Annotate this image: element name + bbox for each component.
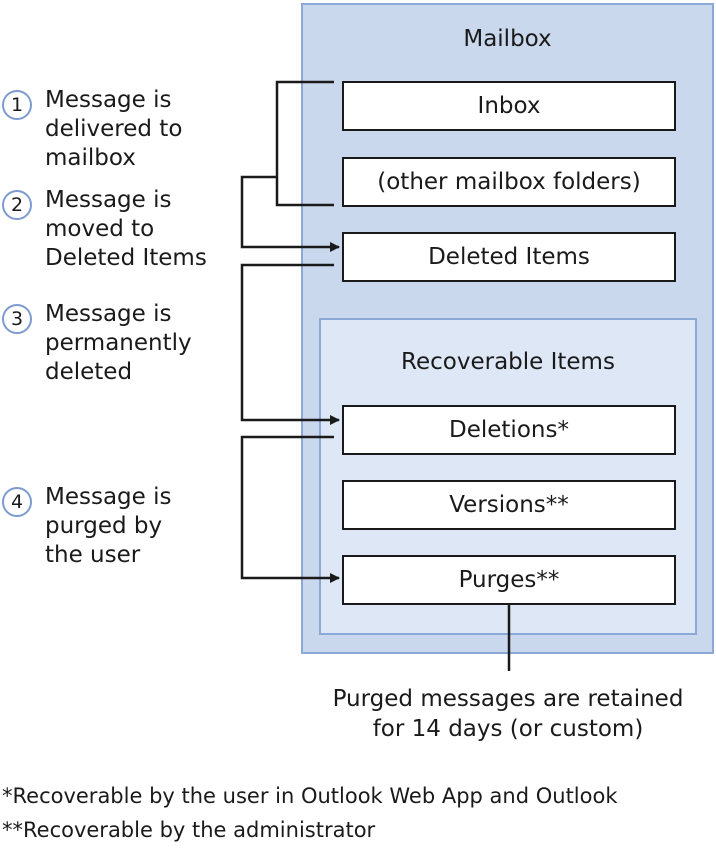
folder-purges-label: Purges** <box>458 567 560 593</box>
step-3-text: Message is permanently deleted <box>45 301 192 385</box>
folder-other-label: (other mailbox folders) <box>377 169 641 195</box>
arrow-to-purges <box>240 435 340 583</box>
footnote-admin-recoverable: **Recoverable by the administrator <box>2 818 376 842</box>
step-4-text: Message is purged by the user <box>45 484 172 568</box>
retention-note: Purged messages are retained for 14 days… <box>300 684 716 744</box>
bracket-mailbox-folders <box>275 80 334 207</box>
folder-inbox-label: Inbox <box>477 93 541 119</box>
folder-purges: Purges** <box>342 555 676 605</box>
recoverable-items-title: Recoverable Items <box>401 349 615 375</box>
mailbox-title: Mailbox <box>463 26 552 52</box>
retention-note-line-1: Purged messages are retained <box>332 686 684 712</box>
step-2-text: Message is moved to Deleted Items <box>45 187 207 271</box>
folder-deletions-label: Deletions* <box>449 417 569 443</box>
folder-inbox: Inbox <box>342 81 676 131</box>
arrow-to-deleted-items <box>240 175 340 252</box>
folder-deletions: Deletions* <box>342 405 676 455</box>
step-1-text: Message is delivered to mailbox <box>45 87 183 171</box>
step-4-number: 4 <box>2 487 32 517</box>
footnote-user-recoverable: *Recoverable by the user in Outlook Web … <box>2 784 618 808</box>
step-1-number: 1 <box>2 90 32 120</box>
retention-note-line-2: for 14 days (or custom) <box>372 716 644 742</box>
folder-other-mailbox-folders: (other mailbox folders) <box>342 157 676 207</box>
arrow-to-deletions <box>240 263 340 425</box>
folder-versions-label: Versions** <box>449 492 569 518</box>
step-2-number: 2 <box>2 190 32 220</box>
step-3-number: 3 <box>2 304 32 334</box>
folder-deleted-label: Deleted Items <box>428 244 590 270</box>
folder-versions: Versions** <box>342 480 676 530</box>
folder-deleted-items: Deleted Items <box>342 232 676 282</box>
